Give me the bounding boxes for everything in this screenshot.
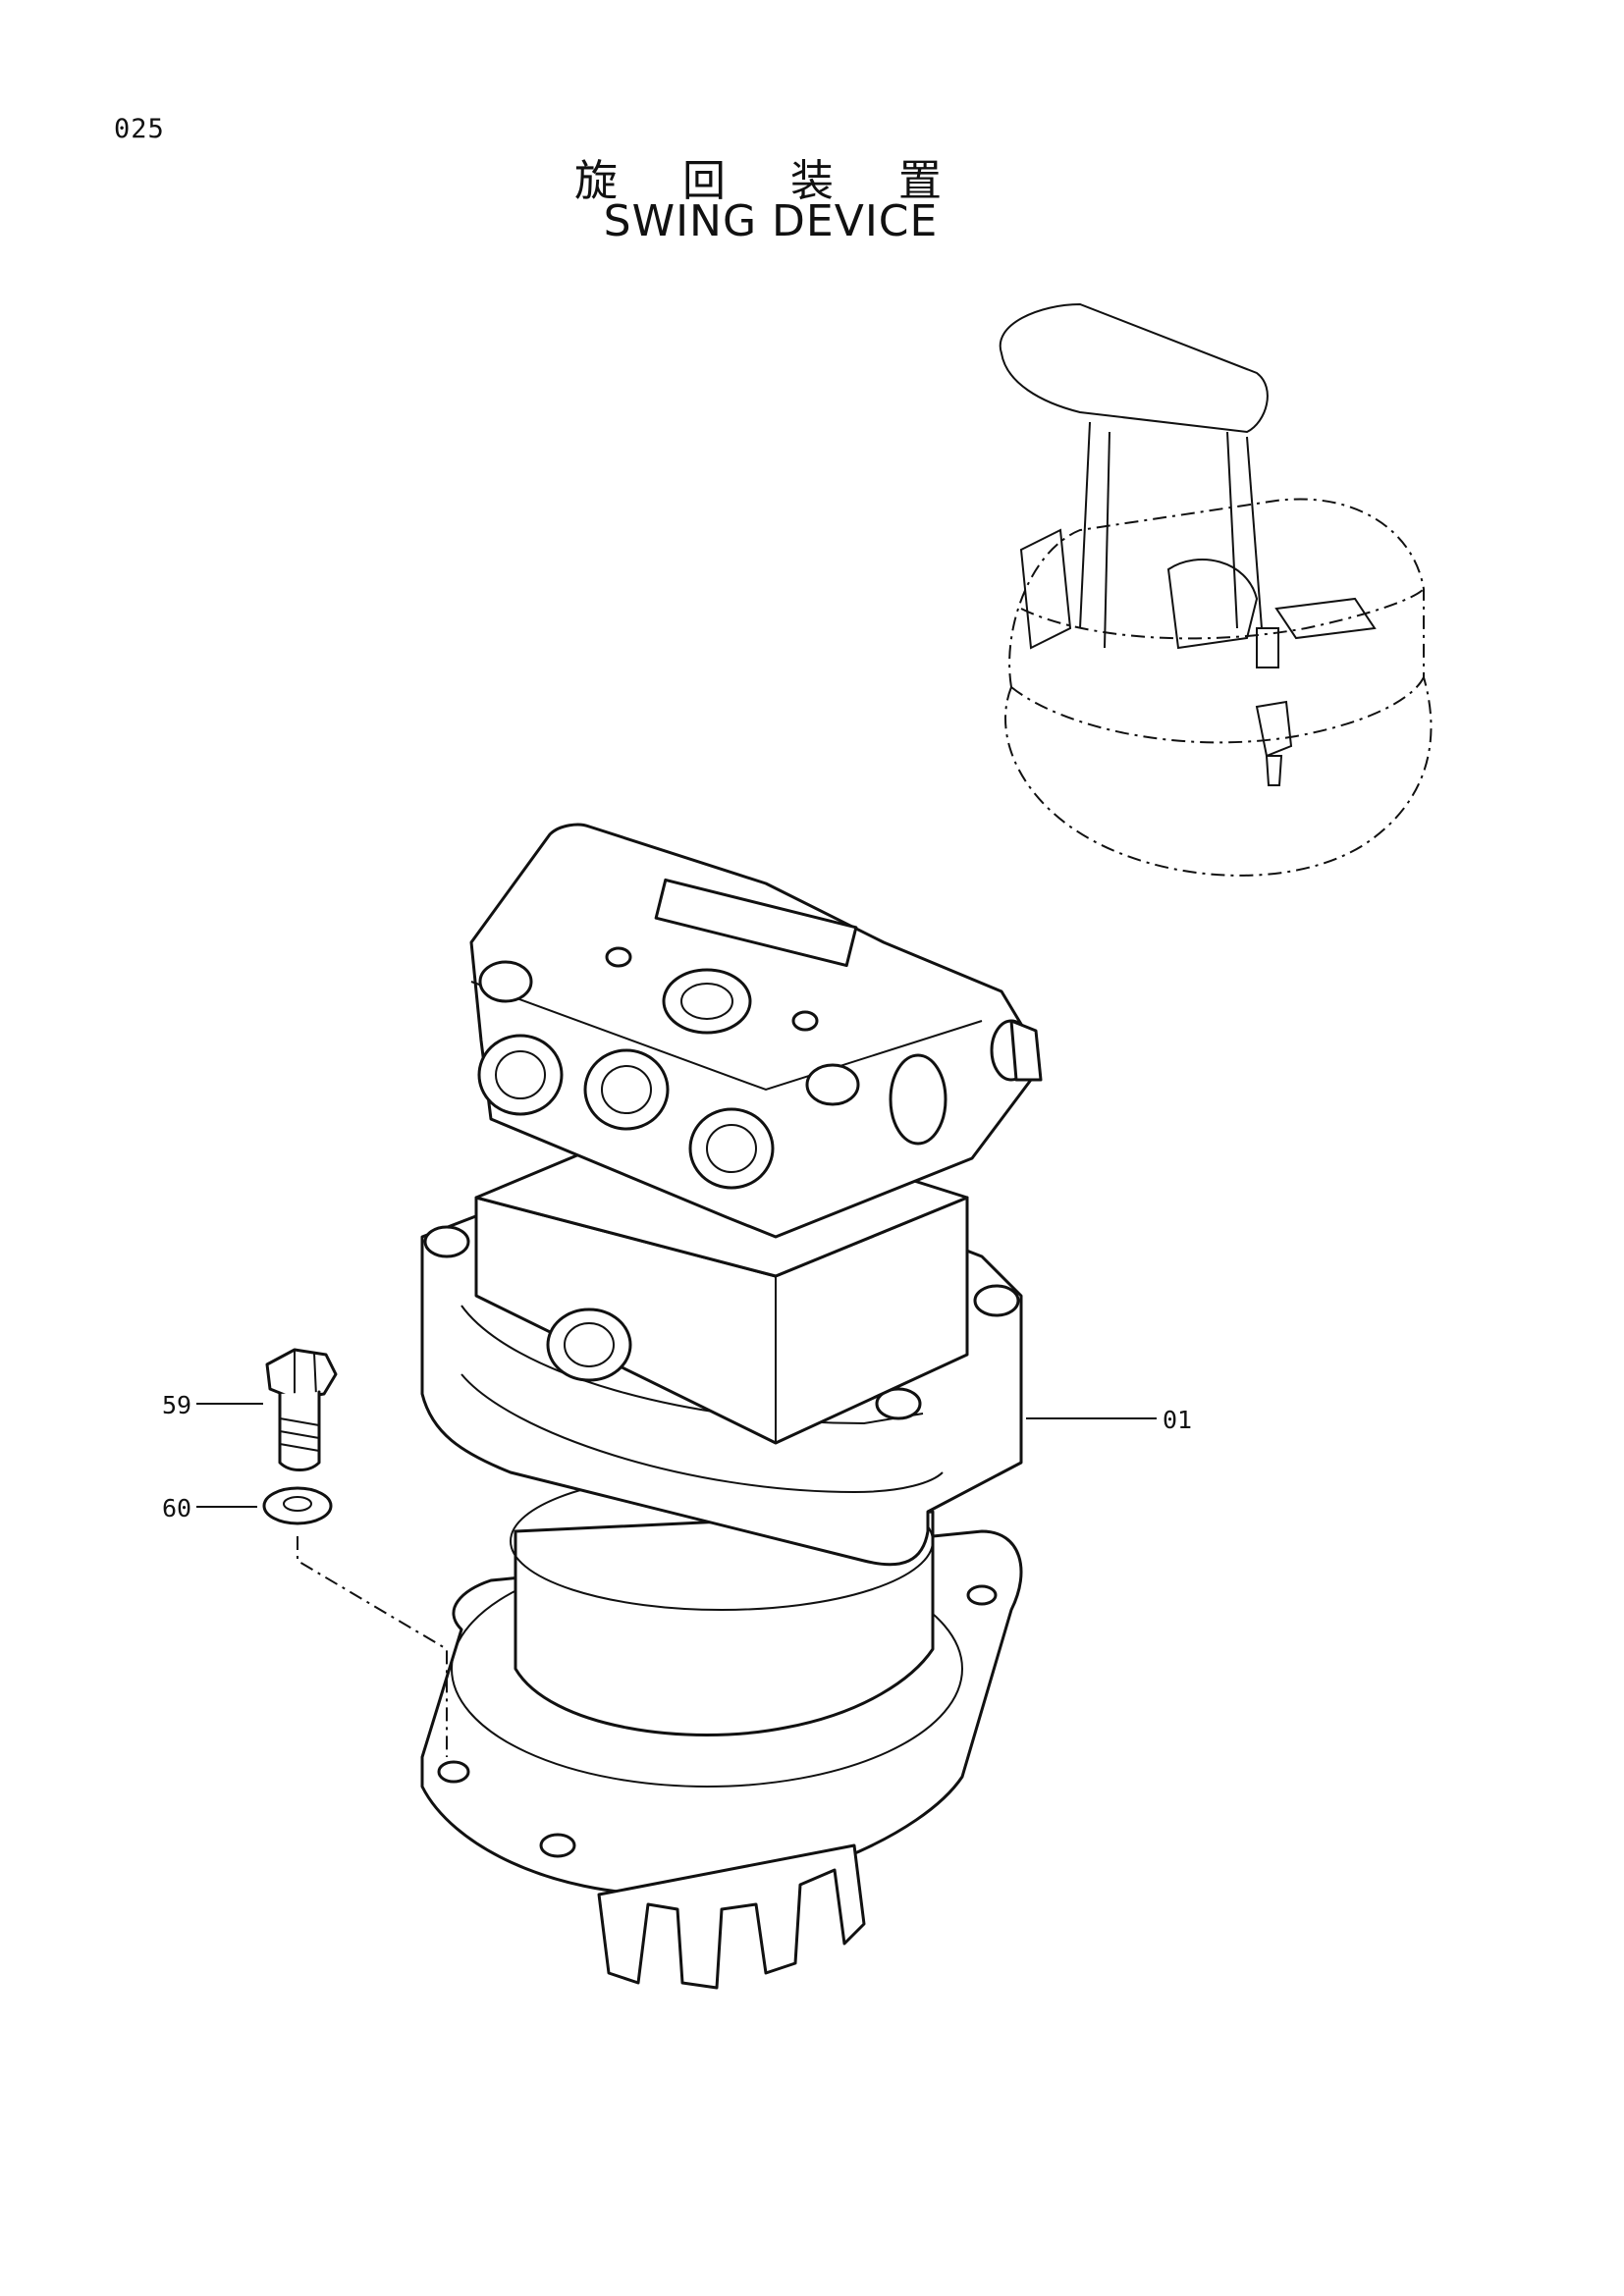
callout-01: 01 <box>1163 1406 1193 1434</box>
title-english: SWING DEVICE <box>603 196 939 246</box>
page-number: 025 <box>114 114 165 144</box>
machine-overview-illustration <box>999 302 1433 877</box>
title-japanese: 旋 回 装 置 <box>574 156 967 206</box>
washer-part-60 <box>262 1486 333 1525</box>
assembly-centerline <box>297 1536 448 1757</box>
swing-device-location-marker <box>1255 700 1293 786</box>
bolt-part-59 <box>265 1348 338 1471</box>
callout-60: 60 <box>162 1494 192 1522</box>
swing-motor-assembly <box>420 823 1043 1990</box>
callout-59: 59 <box>162 1391 192 1419</box>
